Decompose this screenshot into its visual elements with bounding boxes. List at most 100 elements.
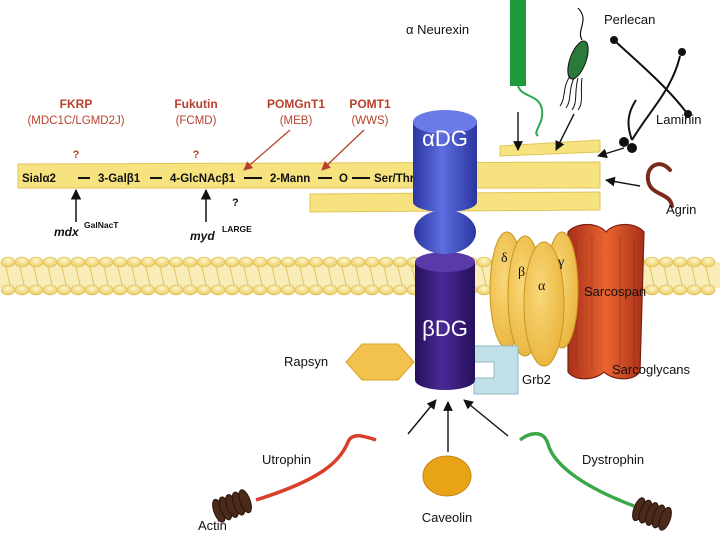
lipid-head <box>70 256 86 268</box>
lipid-head <box>28 256 44 268</box>
sarcoglycans-label: Sarcoglycans <box>612 362 691 377</box>
enzyme-fkrp: FKRP <box>60 97 93 111</box>
lipid-head <box>658 284 674 296</box>
lipid-head <box>280 284 296 296</box>
perlecan-thread-2 <box>565 77 575 109</box>
lipid-head <box>308 284 324 296</box>
lipid-head <box>196 284 212 296</box>
lipid-tail <box>355 266 361 286</box>
mutant-large: LARGE <box>222 224 252 234</box>
laminin-globule-4 <box>619 137 629 147</box>
glycan-o: O <box>339 173 348 185</box>
lipid-tail <box>369 266 375 286</box>
rapsyn-label: Rapsyn <box>284 354 328 369</box>
sarcoglycan-complex: δ β α γ <box>489 231 579 367</box>
lipid-tail <box>89 266 95 286</box>
glycan-glcnac: 4-GlcNAcβ1 <box>170 173 236 185</box>
utrophin-arrow <box>407 399 437 435</box>
alpha-dg-label: αDG <box>422 126 468 151</box>
agrin-label: Agrin <box>666 202 696 217</box>
rapsyn-protein <box>345 343 415 381</box>
mutant-galnact: GalNacT <box>84 220 119 230</box>
lipid-head <box>322 256 338 268</box>
lipid-tail <box>691 266 697 286</box>
lipid-tail <box>481 266 487 286</box>
neurexin-protein <box>510 0 544 137</box>
sg-alpha-label: α <box>538 279 546 294</box>
pomt1-arrow <box>321 129 365 171</box>
lipid-head <box>42 256 58 268</box>
lipid-head <box>322 284 338 296</box>
lipid-tail <box>243 266 249 286</box>
enzyme-fukutin-query: ? <box>193 149 200 161</box>
beta-dystroglycan: βDG <box>415 252 475 390</box>
lipid-tail <box>47 266 53 286</box>
lipid-tail <box>313 266 319 286</box>
lipid-head <box>238 284 254 296</box>
lipid-head <box>294 284 310 296</box>
beta-dg-body <box>415 262 475 390</box>
lipid-head <box>392 256 408 268</box>
lipid-head <box>364 284 380 296</box>
lipid-tail <box>19 266 25 286</box>
perlecan-arrow <box>555 113 575 151</box>
lipid-head <box>280 256 296 268</box>
enzyme-fukutin-disease: (FCMD) <box>176 115 217 127</box>
lipid-head <box>0 284 16 296</box>
lipid-tail <box>705 266 711 286</box>
alpha-dg-globule <box>414 210 476 254</box>
lipid-tail <box>383 266 389 286</box>
mutant-myd-query: ? <box>232 197 239 209</box>
perlecan-protein <box>559 7 589 111</box>
lipid-tail <box>201 266 207 286</box>
dystrophin-tail <box>518 432 635 508</box>
lipid-tail <box>159 266 165 286</box>
dystrophin-label: Dystrophin <box>582 452 644 467</box>
laminin-globule-2 <box>678 48 686 56</box>
laminin-label: Laminin <box>656 112 702 127</box>
lipid-head <box>294 256 310 268</box>
perlecan-thread-1 <box>559 75 571 107</box>
lipid-head <box>350 284 366 296</box>
actin-bead <box>238 489 252 514</box>
actin-filament-dystrophin <box>632 497 672 531</box>
glycan-ser: Ser/Thre <box>374 173 421 185</box>
lipid-head <box>112 284 128 296</box>
lipid-head <box>196 256 212 268</box>
enzyme-fkrp-disease: (MDC1C/LGMD2J) <box>27 115 124 127</box>
enzyme-fukutin: Fukutin <box>174 97 217 111</box>
lipid-head <box>56 256 72 268</box>
lipid-head <box>378 284 394 296</box>
lipid-tail <box>327 266 333 286</box>
mutant-mdx: mdx <box>54 225 80 239</box>
lipid-head <box>14 284 30 296</box>
lipid-head <box>28 284 44 296</box>
lipid-head <box>98 256 114 268</box>
laminin-arm-3 <box>627 99 637 141</box>
lipid-tail <box>103 266 109 286</box>
lipid-head <box>154 256 170 268</box>
lipid-head <box>644 256 660 268</box>
lipid-head <box>126 284 142 296</box>
sarcoglycan-alpha <box>523 241 565 367</box>
lipid-tail <box>299 266 305 286</box>
lipid-head <box>700 284 716 296</box>
beta-dg-top <box>415 252 475 272</box>
lipid-tail <box>649 266 655 286</box>
lipid-head <box>238 256 254 268</box>
lipid-tail <box>61 266 67 286</box>
lipid-head <box>154 284 170 296</box>
lipid-head <box>476 284 492 296</box>
lipid-tail <box>677 266 683 286</box>
utrophin-label: Utrophin <box>262 452 311 467</box>
lipid-head <box>182 256 198 268</box>
utrophin-tail <box>255 434 377 502</box>
agrin-arrow <box>605 176 641 187</box>
lipid-head <box>672 284 688 296</box>
lipid-head <box>686 256 702 268</box>
perlecan-core <box>567 40 589 80</box>
lipid-head <box>364 256 380 268</box>
lipid-head <box>42 284 58 296</box>
dystrophin-arrow <box>463 399 509 437</box>
lipid-head <box>126 256 142 268</box>
